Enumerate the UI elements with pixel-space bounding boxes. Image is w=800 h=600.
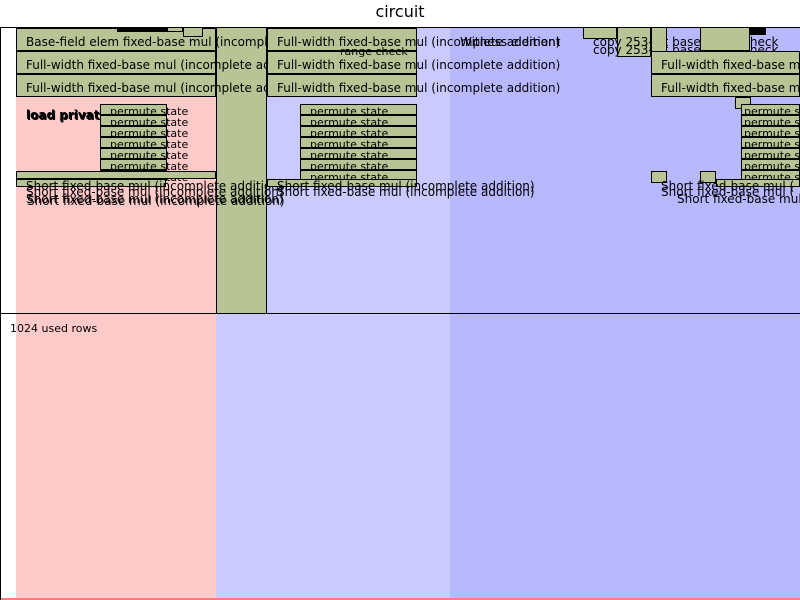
region-label-permute-mid-2: permute state	[310, 116, 389, 129]
region-marker-top-left-a	[117, 27, 167, 32]
region-short-fixed-left-a	[16, 171, 216, 179]
region-label-short-fixed-left-1: Short fixed-base mul (incomplete additio…	[26, 179, 284, 193]
region-permute-mid-1	[300, 104, 417, 115]
region-label-range-check-mid: range check	[340, 45, 408, 58]
region-label-permute-mid-3: permute state	[310, 127, 389, 140]
region-label-short-fixed-mid-2: Short fixed-base mul (incomplete additio…	[277, 185, 535, 199]
region-full-width-1	[16, 51, 216, 74]
region-label-short-fixed-mid-1: Short fixed-base mul (incomplete additio…	[277, 179, 535, 193]
region-permute-mid-2	[300, 115, 417, 126]
region-full-width-3	[267, 28, 417, 51]
region-permute-left-2	[100, 115, 167, 126]
region-short-fixed-left-b	[16, 179, 166, 187]
region-label-permute-mid-6: permute state	[310, 160, 389, 173]
region-label-witness-element: Witness element	[460, 35, 561, 49]
region-label-permute-right-2: permute state	[744, 116, 800, 129]
region-label-permute-right-6: permute state	[744, 160, 800, 173]
region-label-base-field-elem: Base-field elem fixed-base mul (incomple…	[26, 35, 345, 49]
region-short-right-b	[700, 171, 716, 183]
region-marker-right-top	[750, 27, 766, 35]
region-label-full-width-2: Full-width fixed-base mul (incomplete ad…	[26, 81, 310, 95]
lavender-patch	[267, 97, 283, 103]
used-rows-label: 1024 used rows	[10, 322, 98, 335]
region-full-width-2	[16, 74, 216, 97]
region-label-short-fixed-left-3: Short fixed-base mul (incomplete additio…	[26, 192, 284, 206]
region-base-field-elem	[16, 28, 216, 51]
region-label-short-fixed-left-4: Short fixed-base mul (incomplete additio…	[27, 194, 285, 208]
region-label-permute-left-4: permute state	[110, 138, 189, 151]
region-permute-left-4	[100, 137, 167, 148]
region-label-permute-mid-1: permute state	[310, 105, 389, 118]
region-label-permute-mid-5: permute state	[310, 149, 389, 162]
gate-column-block	[216, 27, 267, 314]
region-label-load-private-overlap: load private	[27, 109, 109, 123]
diagram-title: circuit	[375, 2, 425, 21]
region-permute-left-1	[100, 104, 167, 115]
region-right-top-c	[700, 27, 750, 51]
region-permute-mid-6	[300, 159, 417, 170]
region-full-width-4	[267, 51, 417, 74]
region-full-width-5	[267, 74, 417, 97]
used-rows-boundary	[0, 313, 800, 314]
frame-left-border	[0, 27, 1, 600]
region-top-left-c	[183, 27, 203, 37]
region-label-permute-right-4: permute state	[744, 138, 800, 151]
region-label-permute-left-1: permute state	[110, 105, 189, 118]
region-label-short-fixed-left-2: Short fixed-base mul (incomplete additio…	[26, 185, 284, 199]
frame-top-border	[0, 27, 800, 28]
circuit-layout: 1024 used rows Base-field elem fixed-bas…	[0, 27, 800, 600]
region-label-short-fixed-right-1: Short fixed-base mul (	[661, 179, 795, 193]
region-label-full-width-1: Full-width fixed-base mul (incomplete ad…	[26, 58, 310, 72]
region-label-short-fixed-right-2: Short fixed-base mul (	[661, 185, 795, 199]
region-label-full-width-5: Full-width fixed-base mul (incomplete ad…	[277, 81, 561, 95]
region-label-permute-mid-4: permute state	[310, 138, 389, 151]
bottom-boundary	[0, 598, 800, 600]
region-permute-left-3	[100, 126, 167, 137]
region-label-full-width-3: Full-width fixed-base mul (incomplete ad…	[277, 35, 561, 49]
region-permute-mid-4	[300, 137, 417, 148]
region-label-full-width-4: Full-width fixed-base mul (incomplete ad…	[277, 58, 561, 72]
region-label-permute-left-3: permute state	[110, 127, 189, 140]
region-permute-mid-3	[300, 126, 417, 137]
region-label-full-width-6: Full-width fixed-base mul (incomplete ad…	[661, 58, 800, 72]
region-label-short-fixed-right-3: Short fixed-base mul (	[677, 192, 800, 206]
region-label-full-width-7: Full-width fixed-base mul (incomplete ad…	[661, 81, 800, 95]
region-permute-left-6	[100, 159, 167, 170]
region-label-permute-right-3: permute state	[744, 127, 800, 140]
region-label-permute-right-1: permute state	[744, 105, 800, 118]
region-label-load-private: load private	[26, 108, 108, 122]
region-right-top-b	[617, 27, 651, 57]
region-short-fixed-mid	[267, 179, 417, 187]
region-permute-mid-5	[300, 148, 417, 159]
region-label-permute-left-5: permute state	[110, 149, 189, 162]
region-label-permute-left-6: permute state	[110, 160, 189, 173]
region-permute-left-5	[100, 148, 167, 159]
region-label-permute-right-5: permute state	[744, 149, 800, 162]
region-short-right-a	[651, 171, 667, 183]
region-label-permute-left-2: permute state	[110, 116, 189, 129]
